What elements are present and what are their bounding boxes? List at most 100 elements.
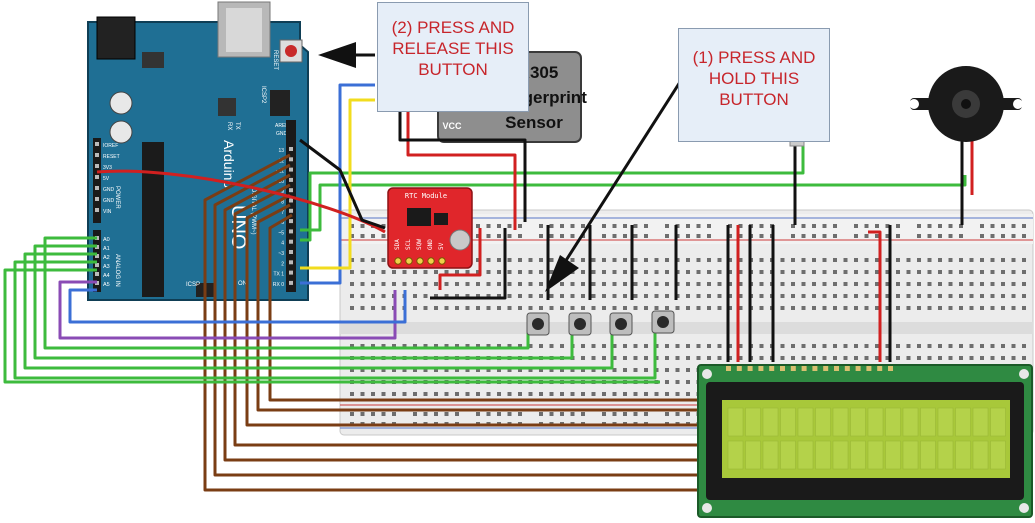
analog-pin-label: A5: [103, 282, 110, 288]
breadboard-hole: [707, 344, 711, 348]
breadboard-hole: [402, 392, 407, 396]
breadboard-hole: [581, 282, 585, 286]
push-button-3: [609, 312, 633, 336]
breadboard-hole: [507, 412, 512, 416]
breadboard-hole: [381, 234, 386, 238]
breadboard-hole: [476, 270, 480, 274]
breadboard-hole: [518, 282, 522, 286]
breadboard-hole: [518, 270, 522, 274]
lcd-cell: [867, 440, 884, 470]
breadboard-hole: [728, 356, 732, 360]
icsp-label: ICSP: [186, 282, 200, 288]
breadboard-hole: [738, 356, 743, 360]
breadboard-hole: [549, 258, 554, 262]
blue-wire-scl: [68, 288, 407, 324]
breadboard-hole: [1011, 270, 1016, 274]
breadboard-hole: [1011, 306, 1016, 310]
breadboard-hole: [486, 344, 491, 348]
breadboard-hole: [885, 224, 890, 228]
breadboard-hole: [350, 234, 354, 238]
breadboard-hole: [654, 306, 659, 310]
breadboard-hole: [1011, 282, 1016, 286]
breadboard-hole: [927, 356, 932, 360]
breadboard-hole: [854, 270, 858, 274]
lcd-pin: [812, 366, 818, 371]
breadboard-hole: [896, 224, 900, 228]
breadboard-hole: [570, 412, 575, 416]
breadboard-hole: [969, 344, 974, 348]
breadboard-hole: [360, 282, 365, 286]
lcd-cell: [955, 440, 971, 470]
breadboard-hole: [444, 412, 449, 416]
breadboard-hole: [434, 368, 438, 372]
digital-pin-label: 4: [281, 241, 284, 247]
lcd-cell: [745, 407, 761, 437]
digital-pin-label: RX 0: [273, 282, 284, 288]
breadboard-hole: [665, 356, 669, 360]
breadboard-hole: [444, 392, 449, 396]
breadboard-hole: [507, 306, 512, 310]
breadboard-hole: [728, 224, 732, 228]
lcd-cell: [955, 407, 971, 437]
breadboard-hole: [465, 282, 470, 286]
breadboard-hole: [980, 224, 984, 228]
analog-pin-label: A2: [103, 255, 110, 261]
breadboard-hole: [938, 258, 942, 262]
breadboard-hole: [392, 344, 396, 348]
breadboard-hole: [738, 344, 743, 348]
breadboard-hole: [791, 344, 795, 348]
breadboard-hole: [906, 258, 911, 262]
breadboard-hole: [665, 258, 669, 262]
breadboard-hole: [444, 368, 449, 372]
breadboard-hole: [623, 258, 627, 262]
breadboard-hole: [528, 282, 533, 286]
breadboard-hole: [959, 258, 963, 262]
breadboard-hole: [707, 282, 711, 286]
power-pin: [95, 208, 99, 212]
breadboard-hole: [486, 392, 491, 396]
callout-press-hold-line1: (1) PRESS AND: [692, 48, 816, 67]
breadboard-hole: [486, 258, 491, 262]
breadboard-hole: [392, 368, 396, 372]
breadboard-hole: [938, 306, 942, 310]
breadboard-hole: [728, 258, 732, 262]
breadboard-hole: [602, 282, 606, 286]
breadboard-hole: [822, 294, 827, 298]
breadboard-hole: [497, 270, 501, 274]
breadboard-hole: [570, 392, 575, 396]
breadboard-hole: [665, 392, 669, 396]
breadboard-hole: [980, 282, 984, 286]
power-pin-label: GND: [103, 187, 115, 193]
breadboard-hole: [707, 234, 711, 238]
breadboard-hole: [507, 368, 512, 372]
breadboard-hole: [381, 306, 386, 310]
lcd-pin: [855, 366, 861, 371]
breadboard-hole: [591, 392, 596, 396]
breadboard-hole: [917, 270, 921, 274]
breadboard-hole: [822, 270, 827, 274]
arduino-model: UNO: [227, 205, 249, 249]
breadboard-hole: [885, 270, 890, 274]
power-pin: [95, 186, 99, 190]
breadboard-hole: [623, 412, 627, 416]
breadboard-hole: [1001, 258, 1005, 262]
breadboard-hole: [633, 356, 638, 360]
breadboard-hole: [875, 306, 879, 310]
breadboard-hole: [507, 224, 512, 228]
breadboard-hole: [549, 344, 554, 348]
breadboard-hole: [539, 306, 543, 310]
lcd-pin: [801, 366, 807, 371]
breadboard-hole: [455, 392, 459, 396]
breadboard-hole: [801, 224, 806, 228]
breadboard-hole: [738, 258, 743, 262]
breadboard-hole: [602, 294, 606, 298]
breadboard-hole: [980, 356, 984, 360]
breadboard-hole: [413, 294, 417, 298]
breadboard-hole: [780, 258, 785, 262]
rx-label: RX: [226, 122, 232, 130]
breadboard-hole: [791, 282, 795, 286]
breadboard-hole: [528, 258, 533, 262]
breadboard-hole: [875, 258, 879, 262]
breadboard-hole: [444, 270, 449, 274]
breadboard-hole: [896, 344, 900, 348]
